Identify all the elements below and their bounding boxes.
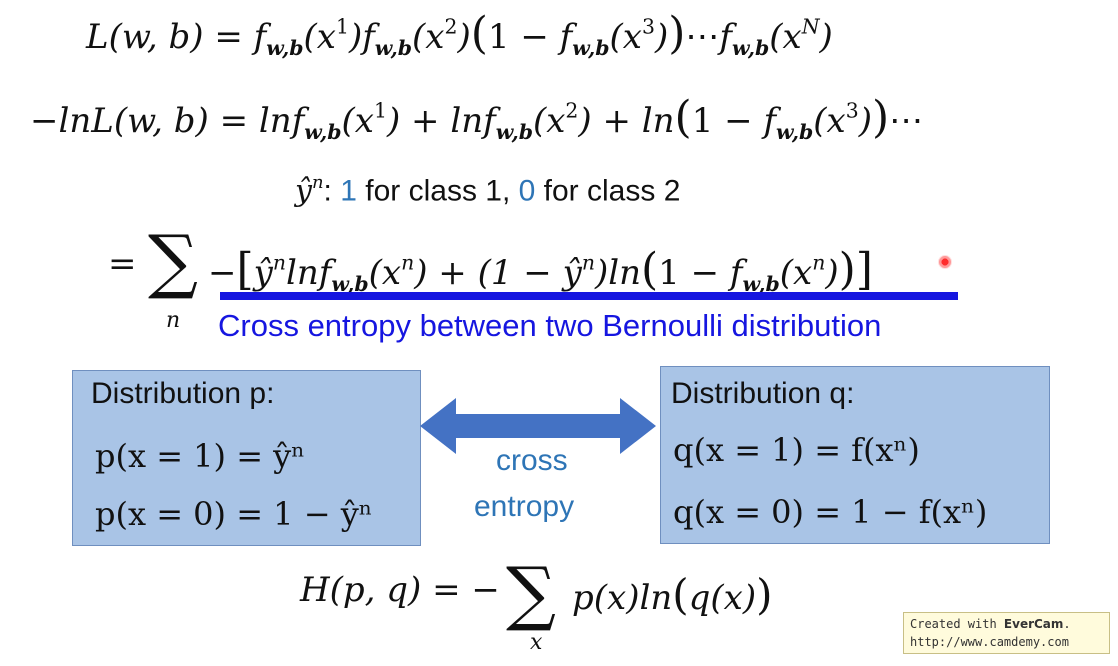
pointer-cursor-icon xyxy=(938,255,952,269)
yhat-symbol: ŷ xyxy=(295,173,312,209)
distribution-q-title: Distribution q: xyxy=(671,377,855,410)
cross-label-line1: cross xyxy=(496,444,568,477)
cross-label-line2: entropy xyxy=(474,490,575,523)
distribution-q-box: Distribution q: q(x = 1) = f(xⁿ) q(x = 0… xyxy=(660,366,1050,544)
class1-value: 1 xyxy=(340,174,357,208)
summation-index: n xyxy=(166,308,181,333)
neg-log-likelihood-equation: −lnL(w, b) = lnfw,b(x1) + lnfw,b(x2) + l… xyxy=(30,92,924,145)
cross-entropy-underline xyxy=(220,292,958,300)
cross-entropy-caption: Cross entropy between two Bernoulli dist… xyxy=(218,308,882,343)
distribution-q-eq1: q(x = 1) = f(xⁿ) xyxy=(673,431,920,469)
watermark-url[interactable]: http://www.camdemy.com xyxy=(910,635,1069,649)
evercam-brand: EverCam xyxy=(1003,617,1064,631)
distribution-q-eq2: q(x = 0) = 1 − f(xⁿ) xyxy=(673,493,988,531)
likelihood-equation: L(w, b) = fw,b(x1)fw,b(x2)(1 − fw,b(x3))… xyxy=(86,8,833,61)
distribution-p-eq2: p(x = 0) = 1 − ŷⁿ xyxy=(95,495,373,533)
summation-symbol: ∑ xyxy=(148,220,198,302)
distribution-p-box: Distribution p: p(x = 1) = ŷⁿ p(x = 0) =… xyxy=(72,370,421,546)
double-arrow-icon xyxy=(420,398,656,454)
class2-value: 0 xyxy=(518,174,536,208)
summation-symbol: ∑ xyxy=(506,552,556,634)
summation-index: x xyxy=(530,630,543,655)
label-definition-note: ŷn: 1 for class 1, 0 for class 2 xyxy=(295,172,681,209)
evercam-watermark: Created with EverCam. http://www.camdemy… xyxy=(903,612,1110,654)
distribution-p-eq1: p(x = 1) = ŷⁿ xyxy=(95,437,306,475)
distribution-p-title: Distribution p: xyxy=(91,377,275,410)
